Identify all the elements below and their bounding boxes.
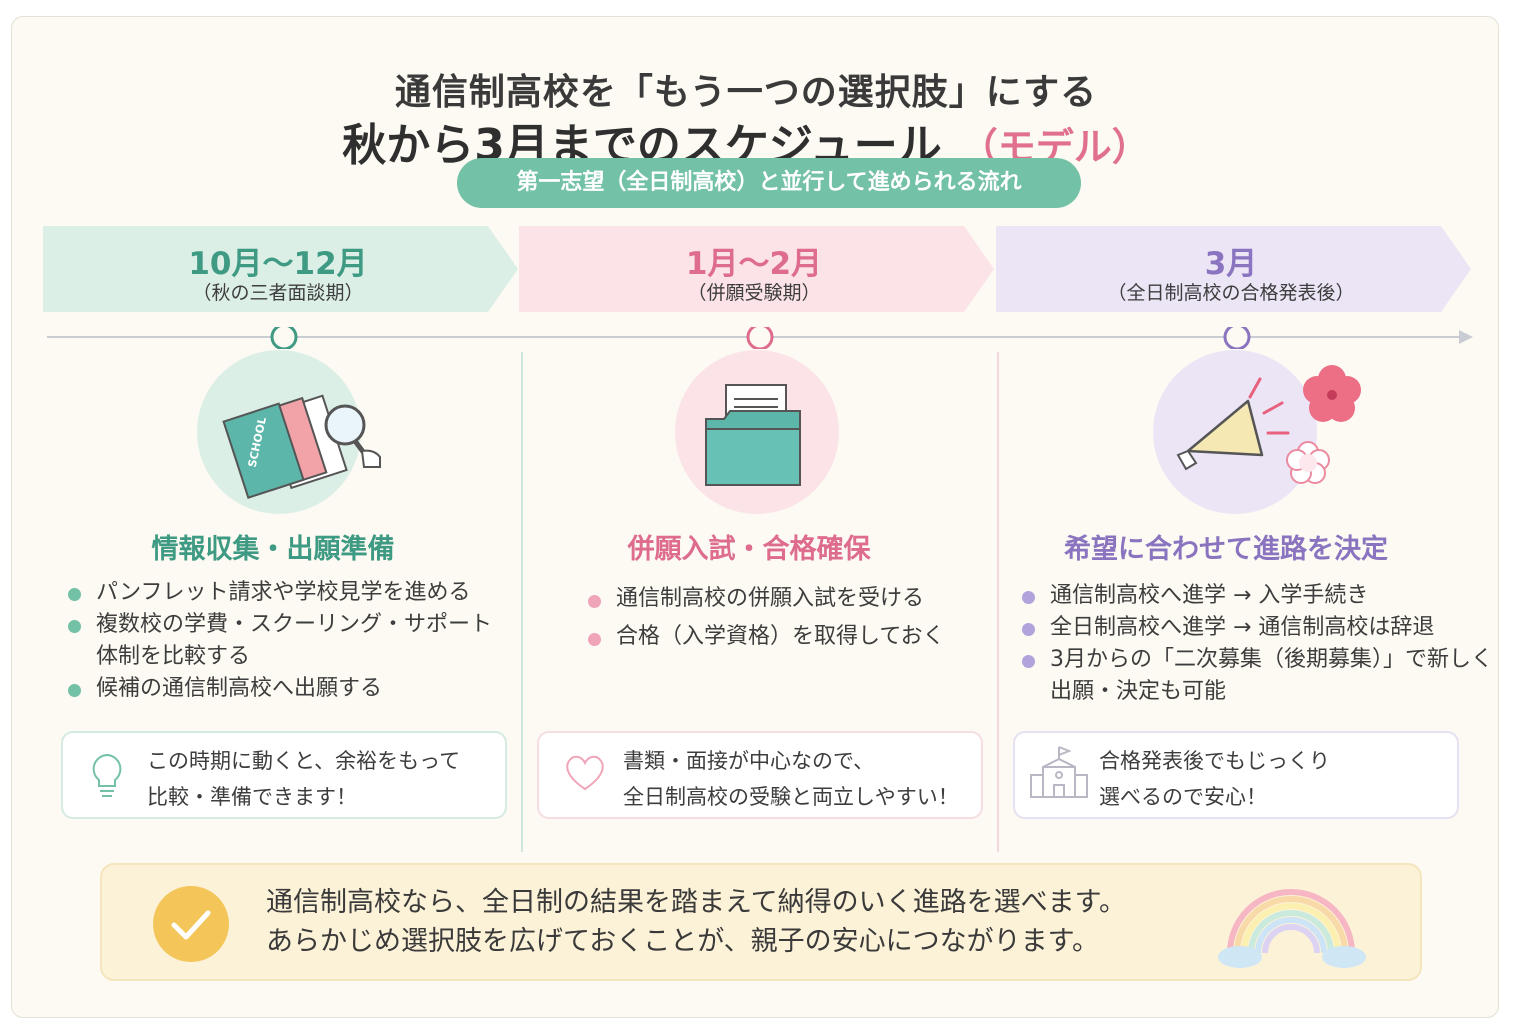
infographic-card: 通信制高校を「もう一つの選択肢」にする 秋から3月までのスケジュール（モデル） … [11,16,1499,1018]
stage-heading: 情報収集・出願準備 [151,534,395,565]
tip-text: この時期に動くと、余裕をもって比較・準備できます！ [147,749,461,809]
summary-box: 通信制高校なら、全日制の結果を踏まえて納得のいく進路を選べます。 あらかじめ選択… [100,863,1422,981]
bullet-dot [1022,655,1035,668]
period-label: 1月～2月 [685,246,823,282]
stage-task-list: パンフレット請求や学校見学を進める 複数校の学費・スクーリング・サポート体制を比… [66,577,511,705]
list-item: 複数校の学費・スクーリング・サポート体制を比較する [66,609,511,673]
bullet-dot [1022,623,1035,636]
period-label: 3月 [1204,246,1258,282]
tip-box: 合格発表後でもじっくり選べるので安心！ [1013,731,1459,819]
timeline-marker-3 [1223,327,1251,349]
stage-task-list: 通信制高校へ進学 → 入学手続き 全日制高校へ進学 → 通信制高校は辞退 3月か… [1020,580,1498,708]
tip-text: 書類・面接が中心なので、全日制高校の受験と両立しやすい！ [623,749,959,809]
subtitle-pill: 第一志望（全日制高校）と並行して進められる流れ [457,158,1081,208]
title-line1: 通信制高校を「もう一つの選択肢」にする [394,72,1098,113]
period-sublabel: （全日制高校の合格発表後） [1107,282,1355,304]
list-item: 候補の通信制高校へ出願する [66,673,511,705]
list-item: 合格（入学資格）を取得しておく [586,618,986,656]
lightbulb-icon [92,753,122,797]
bullet-dot [588,633,601,646]
period-sublabel: （併願受験期） [687,282,821,304]
summary-line1: 通信制高校なら、全日制の結果を踏まえて納得のいく進路を選べます。 [266,887,1126,918]
school-brochures-magnifier-icon: SCHOOL [197,350,381,514]
timeline-arrow [47,327,1473,349]
document-folder-icon [675,350,839,514]
school-building-icon [1030,746,1088,798]
period-banner-march: 3月 （全日制高校の合格発表後） [996,226,1471,312]
bullet-dot [68,684,81,697]
timeline-marker-2 [746,327,774,349]
summary-text: 通信制高校なら、全日制の結果を踏まえて納得のいく進路を選べます。 あらかじめ選択… [266,883,1126,961]
banner-arrow-shape [43,226,518,312]
checkmark-icon [153,886,229,962]
tip-text: 合格発表後でもじっくり選べるので安心！ [1099,749,1330,809]
period-banner-jan-feb: 1月～2月 （併願受験期） [519,226,994,312]
timeline-marker-1 [270,327,298,349]
list-item: パンフレット請求や学校見学を進める [66,577,511,609]
list-item: 全日制高校へ進学 → 通信制高校は辞退 [1020,612,1498,644]
megaphone-sakura-icon [1153,350,1361,514]
stage-heading: 併願入試・合格確保 [627,534,871,565]
banner-arrow-shape [519,226,994,312]
list-item: 3月からの「二次募集（後期募集）」で新しく出願・決定も可能 [1020,644,1498,708]
heart-icon [566,755,604,791]
tip-box: 書類・面接が中心なので、全日制高校の受験と両立しやすい！ [537,731,983,819]
period-banner-oct-dec: 10月～12月 （秋の三者面談期） [43,226,518,312]
list-item: 通信制高校へ進学 → 入学手続き [1020,580,1498,612]
column-divider [521,352,523,852]
stage-heading: 希望に合わせて進路を決定 [1064,534,1388,565]
bullet-dot [68,620,81,633]
stage-task-list: 通信制高校の併願入試を受ける 合格（入学資格）を取得しておく [586,580,986,656]
column-divider [997,352,999,852]
period-sublabel: （秋の三者面談期） [192,282,364,304]
period-label: 10月～12月 [188,246,368,282]
bullet-dot [1022,591,1035,604]
summary-line2: あらかじめ選択肢を広げておくことが、親子の安心につながります。 [266,926,1099,957]
rainbow-icon [1218,889,1366,968]
tip-box: この時期に動くと、余裕をもって比較・準備できます！ [61,731,507,819]
list-item: 通信制高校の併願入試を受ける [586,580,986,618]
bullet-dot [588,595,601,608]
banner-arrow-shape [996,226,1471,312]
bullet-dot [68,588,81,601]
